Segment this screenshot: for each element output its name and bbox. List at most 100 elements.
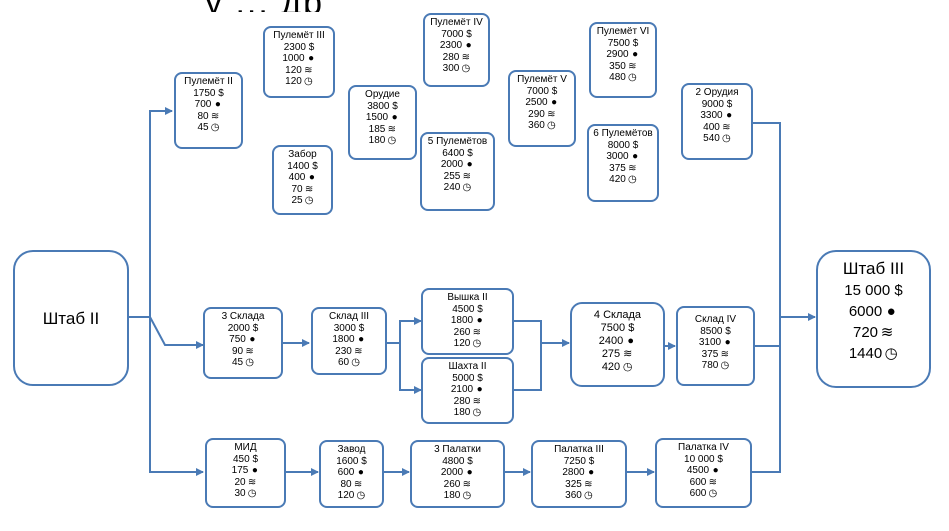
materials-value: 120 (285, 64, 302, 76)
node-palatka4: Палатка IV 10 000 $ 4500● 600≋ 600◷ (655, 438, 752, 508)
node-mid: МИД 450 $ 175● 20≋ 30◷ (205, 438, 286, 508)
node-title: 3 Палатки (434, 444, 481, 455)
node-title: 5 Пулемётов (427, 136, 488, 147)
node-sklada4: 4 Склада 7500 $ 2400● 275≋ 420◷ (570, 302, 665, 387)
oil-drop-icon: ● (886, 303, 896, 320)
node-orudia2: 2 Орудия 9000 $ 3300● 400≋ 540◷ (681, 83, 753, 160)
money-value: 8500 $ (700, 325, 731, 337)
materials-stack-icon: ≋ (387, 123, 397, 135)
node-title: Пулемёт IV (430, 17, 483, 28)
time-value: 45 (197, 122, 209, 133)
clock-icon: ◷ (245, 357, 254, 368)
node-pulemet5x: 5 Пулемётов 6400 $ 2000● 255≋ 240◷ (420, 132, 495, 211)
time-value: 120 (337, 490, 355, 501)
oil-value: 700 (194, 99, 212, 110)
materials-value: 260 (453, 326, 471, 338)
money-value: 4800 $ (442, 455, 473, 467)
time-value: 480 (609, 72, 626, 83)
oil-value: 1800 (450, 315, 474, 326)
connector-shakhta2-sklada4 (514, 343, 542, 391)
connector-sklad4-hq3 (755, 313, 816, 347)
node-pulemet6x: 6 Пулемётов 8000 $ 3000● 375≋ 420◷ (587, 124, 659, 202)
oil-drop-icon: ● (357, 467, 364, 478)
oil-value: 3100 (698, 337, 722, 348)
materials-value: 325 (565, 478, 582, 490)
oil-value: 1800 (332, 334, 355, 345)
oil-drop-icon: ● (249, 334, 256, 345)
materials-value: 600 (689, 476, 707, 488)
time-value: 300 (442, 63, 460, 74)
materials-stack-icon: ≋ (708, 476, 718, 488)
oil-value: 2400 (598, 335, 624, 347)
time-value: 420 (609, 174, 626, 185)
oil-value: 750 (229, 334, 246, 345)
clock-icon: ◷ (627, 72, 637, 83)
node-sklad3: Склад III 3000 $ 1800● 230≋ 60◷ (311, 307, 387, 375)
materials-value: 20 (234, 476, 246, 488)
materials-stack-icon: ≋ (462, 170, 472, 182)
materials-value: 80 (197, 110, 209, 122)
node-title: Забор (288, 149, 317, 160)
materials-stack-icon: ≋ (247, 476, 257, 488)
time-value: 180 (368, 135, 386, 146)
time-value: 780 (701, 360, 719, 371)
oil-drop-icon: ● (476, 384, 483, 395)
money-value: 1600 $ (336, 455, 367, 467)
money-value: 7500 $ (607, 37, 639, 49)
clock-icon: ◷ (627, 174, 637, 185)
oil-value: 2100 (450, 384, 474, 395)
node-shakhta2: Шахта II 5000 $ 2100● 280≋ 180◷ (421, 357, 514, 424)
materials-stack-icon: ≋ (354, 345, 363, 357)
money-value: 2000 $ (227, 322, 259, 334)
node-hq2: Штаб II (13, 250, 129, 386)
materials-stack-icon: ≋ (880, 324, 894, 341)
clock-icon: ◷ (622, 361, 633, 373)
materials-stack-icon: ≋ (628, 60, 637, 72)
materials-stack-icon: ≋ (628, 162, 637, 174)
materials-value: 255 (443, 170, 461, 182)
money-value: 7250 $ (563, 455, 595, 467)
time-value: 25 (291, 195, 303, 206)
clock-icon: ◷ (247, 488, 257, 499)
node-pulemet5: Пулемёт V 7000 $ 2500● 290≋ 360◷ (508, 70, 576, 147)
oil-drop-icon: ● (632, 49, 639, 60)
clock-icon: ◷ (462, 490, 472, 501)
oil-value: 600 (337, 467, 355, 478)
materials-value: 375 (701, 348, 719, 360)
money-value: 10 000 $ (684, 453, 723, 465)
connector-hq2-top (129, 107, 173, 318)
node-title: Пулемёт VI (596, 26, 650, 37)
node-zabor: Забор 1400 $ 400● 70≋ 25◷ (272, 145, 333, 215)
oil-value: 1000 (282, 53, 305, 64)
materials-value: 350 (609, 60, 626, 72)
clock-icon: ◷ (884, 345, 898, 362)
money-value: 2300 $ (283, 41, 315, 53)
money-value: 15 000 $ (844, 282, 903, 299)
materials-stack-icon: ≋ (461, 51, 471, 63)
money-value: 5000 $ (452, 372, 483, 384)
node-title: 6 Пулемётов (593, 128, 653, 139)
oil-value: 3000 (606, 151, 629, 162)
connector-sklad3-vyshka2 (387, 317, 422, 344)
time-value: 180 (443, 490, 461, 501)
oil-drop-icon: ● (358, 334, 365, 345)
materials-stack-icon: ≋ (472, 326, 482, 338)
clock-icon: ◷ (387, 135, 397, 146)
node-zavod: Завод 1600 $ 600● 80≋ 120◷ (319, 440, 384, 508)
oil-drop-icon: ● (712, 465, 719, 476)
node-pulemet6: Пулемёт VI 7500 $ 2900● 350≋ 480◷ (589, 22, 657, 98)
diagram-title-fragment: у ... др (205, 0, 675, 12)
materials-value: 280 (453, 395, 471, 407)
oil-value: 1500 (365, 112, 389, 123)
money-value: 9000 $ (701, 98, 733, 110)
node-title: Пулемёт V (517, 74, 567, 85)
connector-palatka4-hq3 (752, 317, 781, 473)
money-value: 1400 $ (287, 160, 318, 172)
clock-icon: ◷ (304, 195, 314, 206)
clock-icon: ◷ (721, 133, 731, 144)
oil-value: 2800 (562, 467, 585, 478)
materials-stack-icon: ≋ (584, 478, 593, 490)
materials-value: 375 (609, 162, 626, 174)
clock-icon: ◷ (708, 488, 718, 499)
node-title: Пулемёт II (184, 76, 233, 87)
